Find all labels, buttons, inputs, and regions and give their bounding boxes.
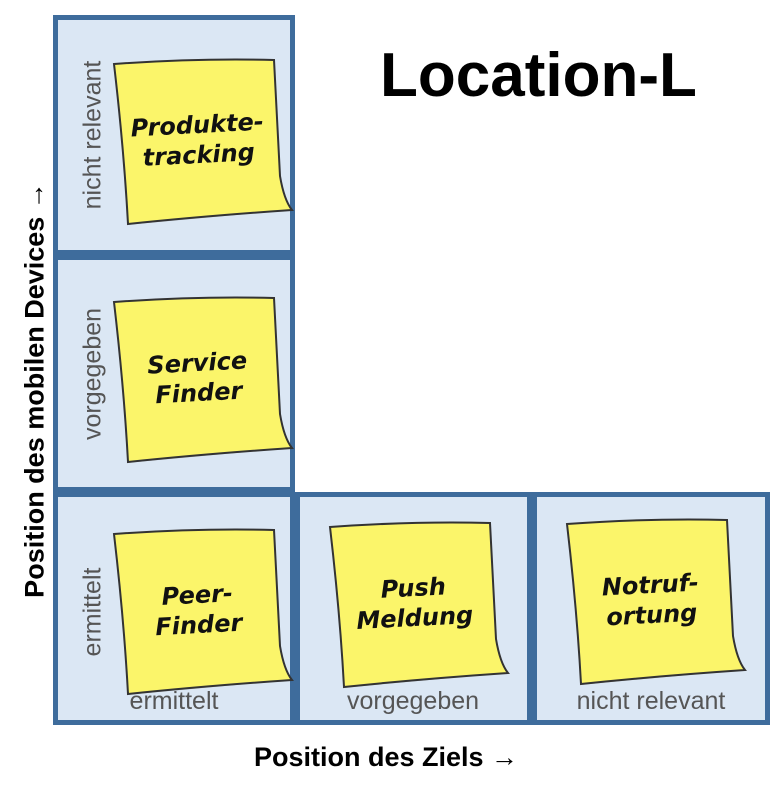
x-axis-label: Position des Ziels → xyxy=(254,742,519,772)
sticky-note-icon xyxy=(112,296,294,464)
diagram-title: Location-L xyxy=(380,41,697,110)
row-label-vorgegeben: vorgegeben xyxy=(78,307,107,441)
sticky-note-icon xyxy=(565,518,747,686)
sticky-note-text: Produkte- tracking xyxy=(116,56,280,224)
sticky-note-text: Peer- Finder xyxy=(116,526,280,694)
sticky-note-produktetracking: Produkte- tracking xyxy=(112,58,294,226)
y-axis-label-text: Position des mobilen Devices → xyxy=(19,182,50,598)
sticky-note-peer-finder: Peer- Finder xyxy=(112,528,294,696)
sticky-note-notrufortung: Notruf- ortung xyxy=(565,518,747,686)
sticky-note-text: Service Finder xyxy=(116,294,280,462)
col-label-vorgegeben: vorgegeben xyxy=(346,687,480,715)
sticky-note-icon xyxy=(112,58,294,226)
sticky-note-text: Notruf- ortung xyxy=(569,516,733,684)
note-line: Meldung xyxy=(355,600,474,636)
sticky-note-service-finder: Service Finder xyxy=(112,296,294,464)
note-line: tracking xyxy=(142,138,256,172)
note-line: Finder xyxy=(154,608,243,642)
sticky-note-text: Push Meldung xyxy=(332,519,496,687)
row-label-nicht-relevant: nicht relevant xyxy=(78,60,107,210)
sticky-note-icon xyxy=(328,521,510,689)
sticky-note-push-meldung: Push Meldung xyxy=(328,521,510,689)
note-line: Finder xyxy=(154,376,243,410)
note-line: ortung xyxy=(605,598,699,632)
sticky-note-icon xyxy=(112,528,294,696)
note-line: Push xyxy=(379,572,447,604)
note-line: Peer- xyxy=(160,579,234,611)
row-label-ermittelt: ermittelt xyxy=(78,567,107,657)
col-label-nicht-relevant: nicht relevant xyxy=(576,687,726,715)
